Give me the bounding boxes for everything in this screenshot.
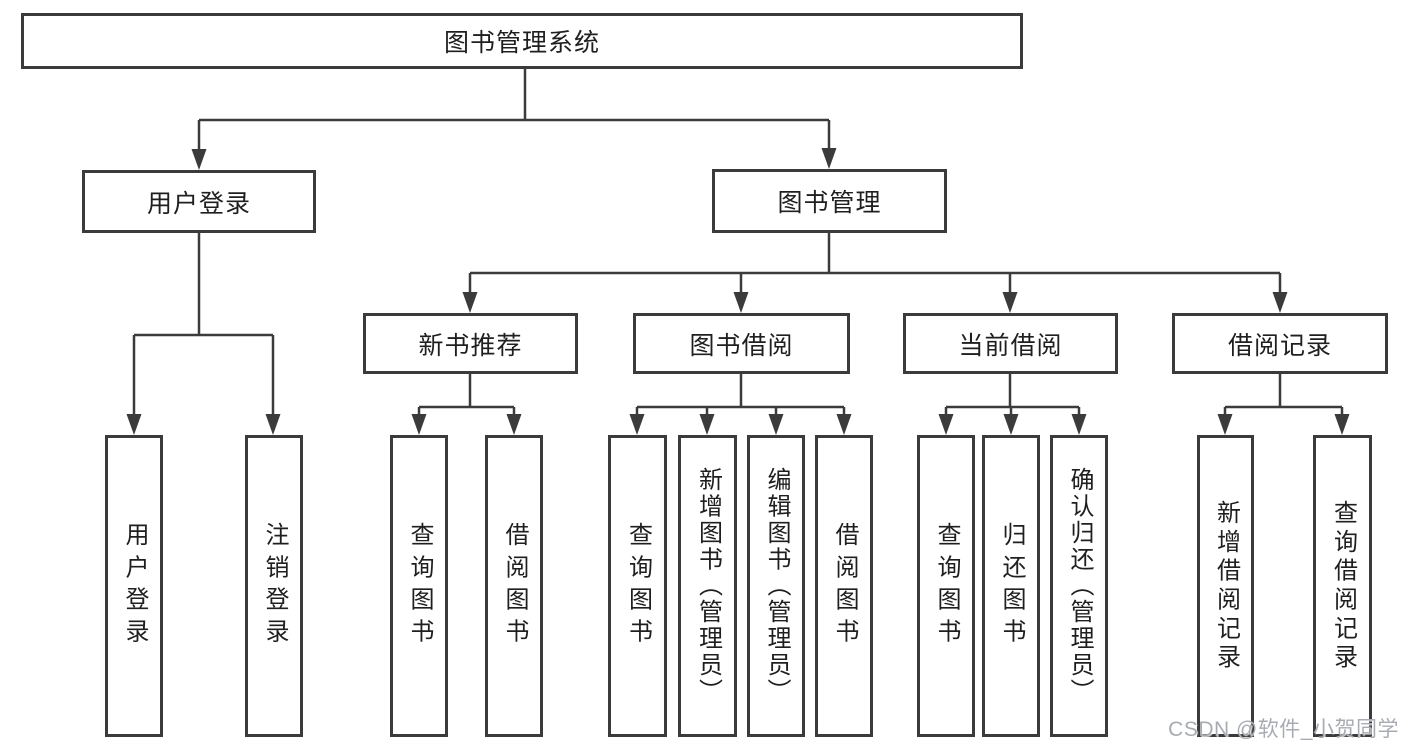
leaf-query-borrow-record: 查询借阅记录 — [1313, 435, 1372, 737]
arrow-icon — [1334, 414, 1350, 435]
leaf-query-books-current: 查询图书 — [917, 435, 975, 737]
leaf-confirm-return-admin-label: 确认归还（管理员） — [1066, 467, 1093, 705]
leaf-add-borrow-record-label: 新增借阅记录 — [1212, 499, 1240, 673]
arrow-icon — [191, 149, 207, 170]
connector-current-borrow — [944, 374, 1081, 418]
leaf-query-books-borrow: 查询图书 — [608, 435, 667, 737]
leaf-return-books: 归还图书 — [982, 435, 1040, 737]
connector-root — [197, 69, 831, 152]
arrow-icon — [126, 414, 142, 435]
leaf-borrow-books-borrow-label: 借阅图书 — [831, 521, 858, 651]
arrow-icon — [1272, 292, 1288, 313]
arrow-icon — [1217, 414, 1233, 435]
arrow-icon — [1071, 414, 1087, 435]
arrow-icon — [821, 148, 837, 169]
leaf-query-borrow-record-label: 查询借阅记录 — [1329, 499, 1357, 673]
arrow-icon — [1003, 414, 1019, 435]
arrow-icon — [411, 414, 427, 435]
node-user-login: 用户登录 — [82, 170, 316, 233]
node-root-label: 图书管理系统 — [443, 29, 600, 57]
arrow-icon — [462, 292, 478, 313]
node-book-management-label: 图书管理 — [777, 189, 882, 217]
arrow-icon — [836, 414, 852, 435]
leaf-borrow-books-borrow: 借阅图书 — [815, 435, 873, 737]
arrow-icon — [506, 414, 522, 435]
node-borrow-records: 借阅记录 — [1172, 313, 1388, 374]
leaf-add-borrow-record: 新增借阅记录 — [1197, 435, 1254, 737]
csdn-watermark: CSDN @软件_小贺同学 — [1168, 718, 1399, 741]
leaf-query-books-borrow-label: 查询图书 — [624, 521, 652, 651]
leaf-confirm-return-admin: 确认归还（管理员） — [1050, 435, 1108, 737]
arrow-icon — [265, 414, 281, 435]
leaf-edit-book-admin: 编辑图书（管理员） — [747, 435, 805, 737]
leaf-logout-label: 注销登录 — [261, 521, 288, 651]
leaf-return-books-label: 归还图书 — [998, 521, 1025, 651]
arrow-icon — [1002, 292, 1018, 313]
leaf-query-books-current-label: 查询图书 — [933, 521, 960, 651]
arrow-icon — [699, 414, 715, 435]
connector-borrow-records — [1223, 374, 1344, 418]
node-book-borrow: 图书借阅 — [633, 313, 850, 374]
arrow-icon — [629, 414, 645, 435]
node-current-borrow: 当前借阅 — [903, 313, 1118, 374]
connector-book-borrow — [635, 374, 846, 418]
node-borrow-records-label: 借阅记录 — [1227, 331, 1332, 360]
leaf-edit-book-admin-label: 编辑图书（管理员） — [763, 467, 790, 705]
leaf-borrow-books-recommend-label: 借阅图书 — [501, 521, 528, 651]
node-new-book-recommend-label: 新书推荐 — [418, 331, 523, 360]
leaf-query-books-recommend-label: 查询图书 — [406, 521, 433, 651]
leaf-add-book-admin-label: 新增图书（管理员） — [694, 467, 722, 705]
node-current-borrow-label: 当前借阅 — [958, 331, 1063, 360]
leaf-borrow-books-recommend: 借阅图书 — [485, 435, 543, 737]
node-new-book-recommend: 新书推荐 — [363, 313, 578, 374]
node-user-login-label: 用户登录 — [146, 189, 251, 218]
connector-user-login — [132, 233, 275, 418]
node-book-management: 图书管理 — [712, 169, 947, 233]
leaf-user-login: 用户登录 — [105, 435, 163, 737]
arrow-icon — [733, 292, 749, 313]
leaf-logout: 注销登录 — [245, 435, 303, 737]
connector-new-book-recommend — [417, 374, 516, 418]
leaf-add-book-admin: 新增图书（管理员） — [678, 435, 737, 737]
arrow-icon — [938, 414, 954, 435]
node-book-borrow-label: 图书借阅 — [689, 331, 794, 360]
leaf-query-books-recommend: 查询图书 — [390, 435, 448, 737]
connector-book-management — [468, 233, 1282, 296]
node-root: 图书管理系统 — [21, 13, 1023, 69]
leaf-user-login-label: 用户登录 — [121, 521, 148, 651]
arrow-icon — [768, 414, 784, 435]
